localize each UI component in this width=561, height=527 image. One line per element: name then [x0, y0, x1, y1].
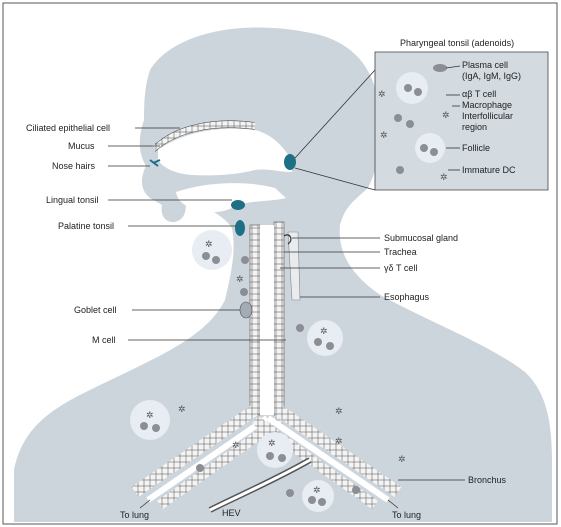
- svg-text:✲: ✲: [335, 406, 343, 416]
- trachea-tube: [250, 222, 284, 415]
- svg-text:✲: ✲: [442, 110, 450, 120]
- label-to-lung-left: To lung: [120, 510, 149, 520]
- label-ab-t-cell: αβ T cell: [462, 89, 496, 99]
- label-gd-t-cell: γδ T cell: [384, 263, 417, 273]
- label-to-lung-right: To lung: [392, 510, 421, 520]
- label-plasma-cell: Plasma cell: [462, 60, 508, 70]
- svg-text:✲: ✲: [268, 438, 276, 448]
- label-trachea: Trachea: [384, 247, 417, 257]
- label-esophagus: Esophagus: [384, 292, 430, 302]
- label-plasma-cell-isotypes: (IgA, IgM, IgG): [462, 71, 521, 81]
- label-hev: HEV: [222, 508, 241, 518]
- label-nose-hairs: Nose hairs: [52, 161, 96, 171]
- label-ciliated-epithelial-cell: Ciliated epithelial cell: [26, 123, 110, 133]
- svg-text:✲: ✲: [178, 404, 186, 414]
- label-interfollicular-region: region: [462, 122, 487, 132]
- label-goblet-cell: Goblet cell: [74, 305, 117, 315]
- svg-text:✲: ✲: [378, 89, 386, 99]
- label-palatine-tonsil: Palatine tonsil: [58, 221, 114, 231]
- label-interfollicular: Interfollicular: [462, 111, 513, 121]
- label-submucosal-gland: Submucosal gland: [384, 233, 458, 243]
- lingual-tonsil-mark: [231, 200, 245, 210]
- svg-text:✲: ✲: [398, 454, 406, 464]
- palatine-tonsil-mark: [235, 220, 245, 236]
- label-bronchus: Bronchus: [468, 475, 507, 485]
- follicle: [192, 230, 232, 270]
- label-mucus: Mucus: [68, 141, 95, 151]
- svg-text:✲: ✲: [232, 440, 240, 450]
- svg-text:✲: ✲: [146, 410, 154, 420]
- label-follicle: Follicle: [462, 143, 490, 153]
- label-lingual-tonsil: Lingual tonsil: [46, 195, 99, 205]
- label-macrophage: Macrophage: [462, 100, 512, 110]
- pharyngeal-tonsil-mark: [284, 154, 296, 170]
- label-m-cell: M cell: [92, 335, 116, 345]
- label-immature-dc: Immature DC: [462, 165, 516, 175]
- follicle: [130, 400, 170, 440]
- svg-text:✲: ✲: [236, 274, 244, 284]
- goblet-cell-mark: [240, 302, 252, 318]
- label-pharyngeal-tonsil: Pharyngeal tonsil (adenoids): [400, 38, 514, 48]
- svg-text:✲: ✲: [320, 326, 328, 336]
- svg-text:✲: ✲: [440, 172, 448, 182]
- svg-text:✲: ✲: [205, 239, 213, 249]
- svg-text:✲: ✲: [313, 485, 321, 495]
- svg-text:✲: ✲: [335, 436, 343, 446]
- svg-text:✲: ✲: [380, 130, 388, 140]
